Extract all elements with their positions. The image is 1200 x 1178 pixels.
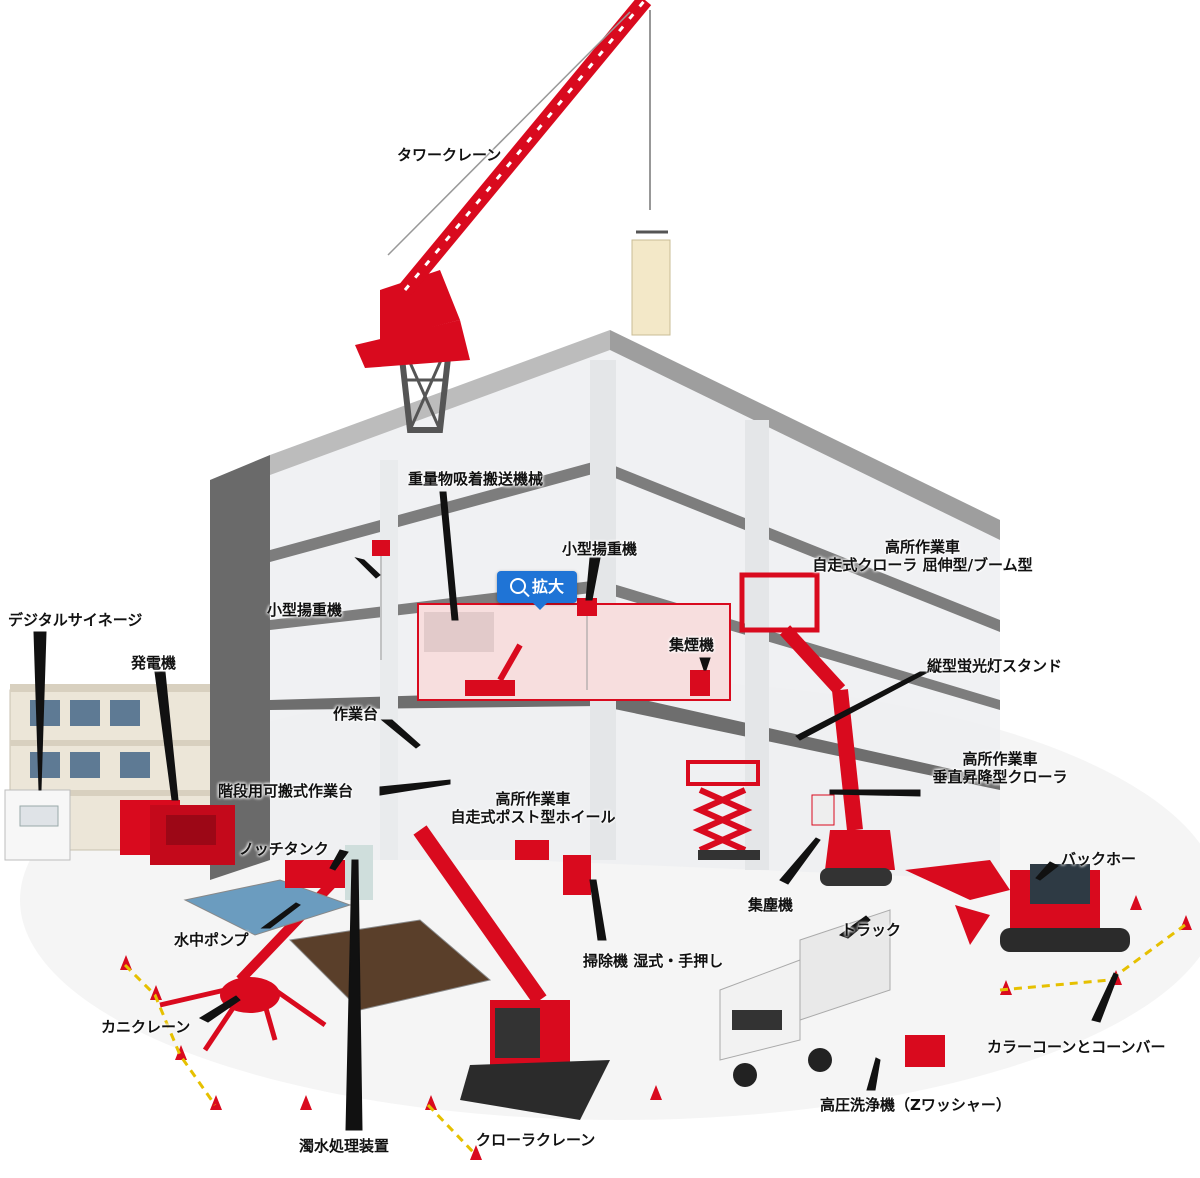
- label-aerial-crawler-boom[interactable]: 高所作業車 自走式クローラ 屈伸型/ブーム型: [795, 538, 1050, 574]
- label-aerial-vertical[interactable]: 高所作業車 垂直昇降型クローラ: [920, 750, 1080, 786]
- label-work-platform[interactable]: 作業台: [333, 705, 379, 723]
- backhoe: [905, 860, 1130, 952]
- label-backhoe[interactable]: バックホー: [1061, 850, 1137, 868]
- label-dust-collector[interactable]: 集塵機: [748, 896, 794, 914]
- label-sweeper[interactable]: 掃除機 湿式・手押し: [583, 952, 724, 970]
- generator-units: [120, 800, 235, 865]
- label-notch-tank[interactable]: ノッチタンク: [239, 840, 329, 858]
- color-cones: [120, 895, 1192, 1160]
- label-color-cone[interactable]: カラーコーンとコーンバー: [987, 1038, 1166, 1056]
- label-submersible-pump[interactable]: 水中ポンプ: [174, 931, 249, 949]
- magnifier-icon: [509, 578, 526, 594]
- label-aerial-vertical-line1: 高所作業車: [962, 750, 1038, 768]
- label-smoke-collector[interactable]: 集煙機: [669, 636, 715, 654]
- main-building: [210, 330, 1000, 880]
- vacuum-lifter: [465, 643, 523, 696]
- label-stair-platform[interactable]: 階段用可搬式作業台: [218, 782, 354, 800]
- label-aerial-post[interactable]: 高所作業車 自走式ポスト型ホイール: [438, 790, 628, 826]
- scissor-lift: [686, 760, 760, 860]
- leader-lines: [33, 491, 1119, 1131]
- label-heavy-vacuum-lifter[interactable]: 重量物吸着搬送機械: [408, 470, 544, 488]
- truck: [719, 909, 945, 1087]
- label-aerial-crawler-boom-line1: 高所作業車: [884, 538, 960, 556]
- small-hoists: [372, 540, 597, 690]
- label-turbid-water[interactable]: 濁水処理装置: [299, 1137, 390, 1155]
- label-crawler-crane[interactable]: クローラクレーン: [476, 1131, 596, 1149]
- spider-crane: [159, 866, 349, 1052]
- label-aerial-crawler-boom-line2: 自走式クローラ 屈伸型/ブーム型: [812, 556, 1033, 574]
- label-digital-signage[interactable]: デジタルサイネージ: [8, 611, 143, 629]
- label-generator[interactable]: 発電機: [131, 654, 177, 672]
- label-small-hoist-left[interactable]: 小型揚重機: [267, 601, 343, 619]
- label-pressure-washer[interactable]: 高圧洗浄機（Zワッシャー）: [820, 1096, 1011, 1114]
- label-aerial-post-line2: 自走式ポスト型ホイール: [450, 808, 616, 826]
- notch-tank-and-pits: [183, 845, 492, 1011]
- zoom-button-label: 拡大: [531, 577, 564, 596]
- floor-equipment: [515, 670, 835, 895]
- zoom-button[interactable]: 拡大: [497, 571, 577, 610]
- label-aerial-post-line1: 高所作業車: [495, 790, 571, 808]
- label-spider-crane[interactable]: カニクレーン: [101, 1018, 191, 1036]
- label-truck[interactable]: トラック: [841, 921, 902, 939]
- crawler-crane: [413, 825, 610, 1120]
- label-tower-crane[interactable]: タワークレーン: [397, 146, 502, 164]
- label-fluorescent-stand[interactable]: 縦型蛍光灯スタンド: [927, 657, 1063, 675]
- tower-crane: [355, 0, 671, 433]
- label-aerial-vertical-line2: 垂直昇降型クローラ: [932, 768, 1068, 786]
- label-small-hoist-center[interactable]: 小型揚重機: [562, 540, 638, 558]
